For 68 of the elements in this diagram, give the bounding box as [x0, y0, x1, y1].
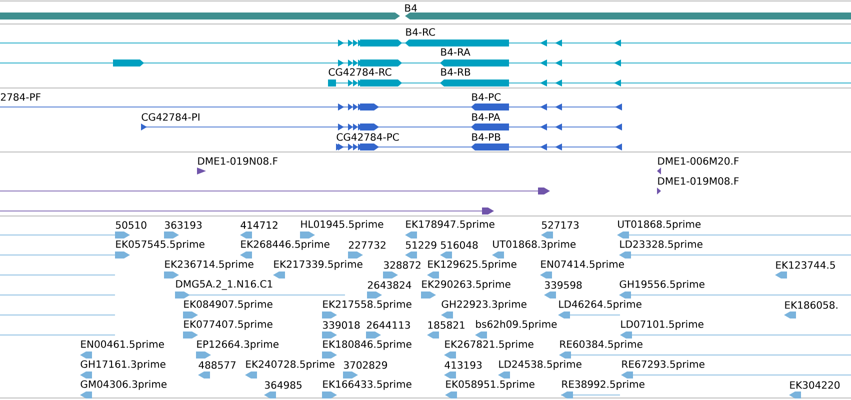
feature-label: LD23328.5prime [620, 240, 702, 250]
feature-label: EK166433.5prime [323, 380, 412, 390]
feature-label: 527173 [542, 221, 579, 229]
feature-label: 328872 [384, 261, 420, 269]
feature-label: B4-RA [441, 48, 470, 56]
feature-label: EK084907.5prime [184, 300, 272, 310]
feature-label: EK217339.5prime [274, 260, 362, 270]
feature-label: 414712 [240, 221, 278, 229]
feature-label: EK129625.5prime [428, 260, 516, 270]
feature-label: EK236714.5prime [165, 260, 254, 270]
feature-label: 363193 [164, 221, 202, 229]
feature-label: B4-RC [406, 28, 435, 36]
feature-label: EK268446.5prime [241, 240, 330, 250]
feature-label: 413193 [444, 361, 482, 369]
feature-label: 516048 [440, 241, 478, 249]
feature-label: LD24538.5prime [499, 360, 582, 370]
feature-label: EK077407.5prime [184, 320, 272, 330]
feature-label: B4-PB [472, 133, 500, 141]
feature-label: 339018 [322, 321, 360, 329]
feature-label: 2784-PF [0, 93, 40, 101]
feature-label: EK240728.5prime [246, 360, 334, 370]
feature-label: B4 [405, 4, 417, 12]
feature-label: EK178947.5prime [406, 220, 494, 230]
feature-label: 3702829 [344, 361, 388, 369]
feature-label: GM04306.3prime [80, 380, 167, 390]
feature-label: LD07101.5prime [621, 320, 704, 330]
feature-label: GH17161.3prime [80, 360, 166, 370]
feature-label: EK180846.5prime [323, 340, 412, 350]
feature-label: CG42784-PI [142, 113, 200, 121]
feature-label: GH19556.5prime [620, 280, 704, 290]
feature-label: EP12664.3prime [197, 340, 278, 350]
feature-label: DME1-019N08.F [198, 157, 278, 165]
feature-label: 488577 [198, 361, 236, 369]
feature-label: CG42784-PC [336, 133, 399, 141]
feature-label: DME1-019M08.F [658, 177, 739, 185]
feature-label: DMG5A.2_1.N16.C1 [176, 280, 272, 290]
feature-label: 51229 [406, 241, 436, 249]
feature-label: LD46264.5prime [559, 300, 642, 310]
feature-label: DME1-006M20.F [658, 157, 739, 165]
feature-label: EK217558.5prime [323, 300, 412, 310]
feature-label: GH22923.3prime [442, 300, 526, 310]
feature-label: EK057545.5prime [116, 240, 204, 250]
feature-label: UT01868.3prime [493, 240, 576, 250]
feature-label: 227732 [348, 241, 386, 249]
feature-label: EN00461.5prime [81, 340, 164, 350]
feature-label: bs62h09.5prime [476, 320, 557, 330]
feature-label: B4-PC [472, 93, 500, 101]
feature-label: 364985 [264, 381, 302, 389]
feature-label: RE38992.5prime [562, 380, 644, 390]
feature-label: EK186058. [785, 301, 838, 309]
feature-label: EK290263.5prime [422, 280, 510, 290]
feature-label: UT01868.5prime [618, 220, 701, 230]
feature-label: RE60384.5prime [560, 340, 642, 350]
feature-label: 339598 [544, 281, 582, 289]
feature-label: EN07414.5prime [541, 260, 624, 270]
feature-label: RE67293.5prime [622, 360, 704, 370]
feature-label: EK058951.5prime [446, 380, 534, 390]
feature-label: B4-PA [472, 113, 500, 121]
feature-label: EK123744.5 [776, 261, 835, 269]
feature-label: HL01945.5prime [301, 220, 384, 230]
feature-label: B4-RB [441, 68, 470, 76]
feature-label: EK304220 [790, 381, 840, 389]
feature-label: EK267821.5prime [445, 340, 534, 350]
feature-label: 2643824 [368, 281, 412, 289]
feature-label: CG42784-RC [328, 68, 392, 76]
feature-label: 185821 [428, 321, 464, 329]
feature-label: 50510 [116, 221, 146, 229]
feature-label: 2644113 [366, 321, 410, 329]
